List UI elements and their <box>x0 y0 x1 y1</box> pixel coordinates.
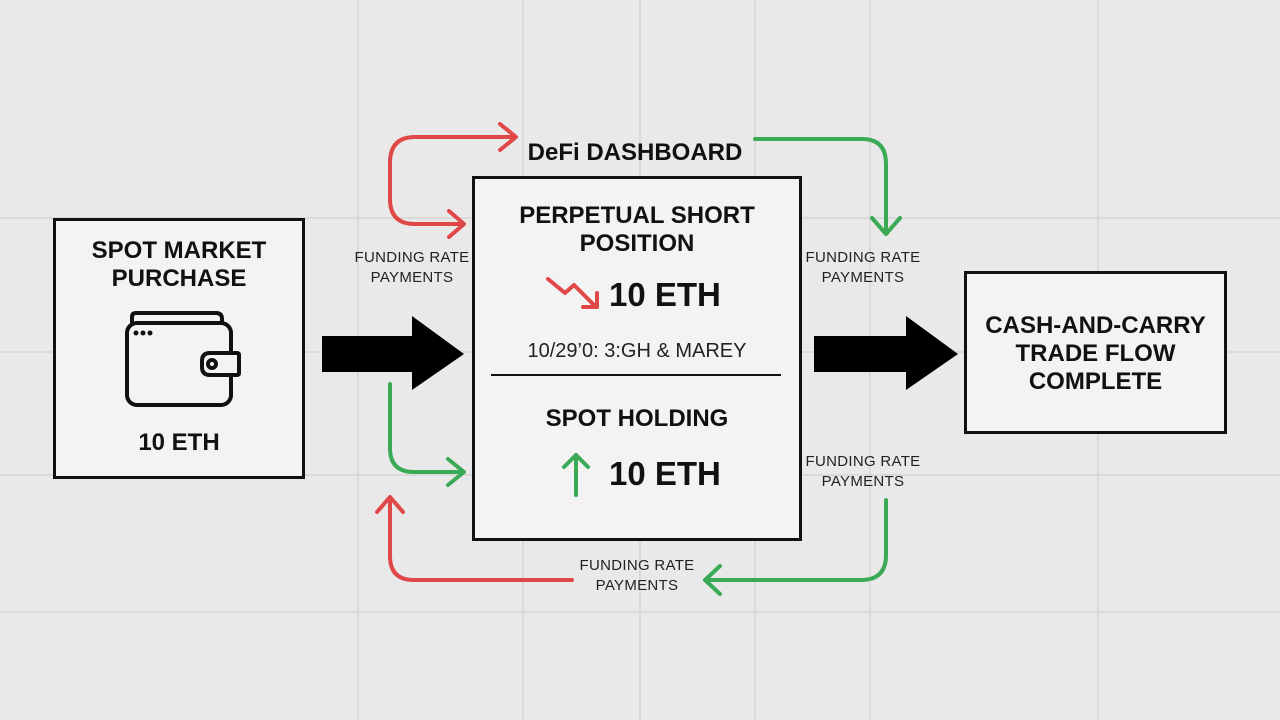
trend-down-icon <box>546 277 599 309</box>
spot-market-title: SPOT MARKET PURCHASE <box>91 237 267 292</box>
perpetual-short-amount: 10 ETH <box>609 276 721 313</box>
section-divider <box>491 374 781 376</box>
cash-and-carry-title: CASH-AND-CARRY TRADE FLOW COMPLETE <box>985 312 1206 395</box>
funding-label-left-top: FUNDING RATE PAYMENTS <box>354 249 470 286</box>
spot-holding-amount: 10 ETH <box>609 455 721 492</box>
funding-label-right-bottom: FUNDING RATE PAYMENTS <box>805 453 921 490</box>
funding-label-right-top: FUNDING RATE PAYMENTS <box>805 249 921 286</box>
dashboard-title: DeFi DASHBOARD <box>527 139 743 166</box>
timestamp-line: 10/29’0: 3:GH & MAREY <box>527 340 747 362</box>
spot-market-amount: 10 ETH <box>138 429 220 456</box>
spot-market-box: SPOT MARKET PURCHASE 10 ETH <box>53 218 305 479</box>
center-position-box: PERPETUAL SHORT POSITION 10 ETH 10/29’0:… <box>472 176 802 541</box>
wallet-icon <box>125 311 241 407</box>
cash-and-carry-box: CASH-AND-CARRY TRADE FLOW COMPLETE <box>964 271 1227 434</box>
funding-label-bottom: FUNDING RATE PAYMENTS <box>579 557 695 594</box>
arrow-up-icon <box>562 453 590 497</box>
spot-holding-title: SPOT HOLDING <box>545 405 729 432</box>
perpetual-short-title: PERPETUAL SHORT POSITION <box>519 202 755 257</box>
